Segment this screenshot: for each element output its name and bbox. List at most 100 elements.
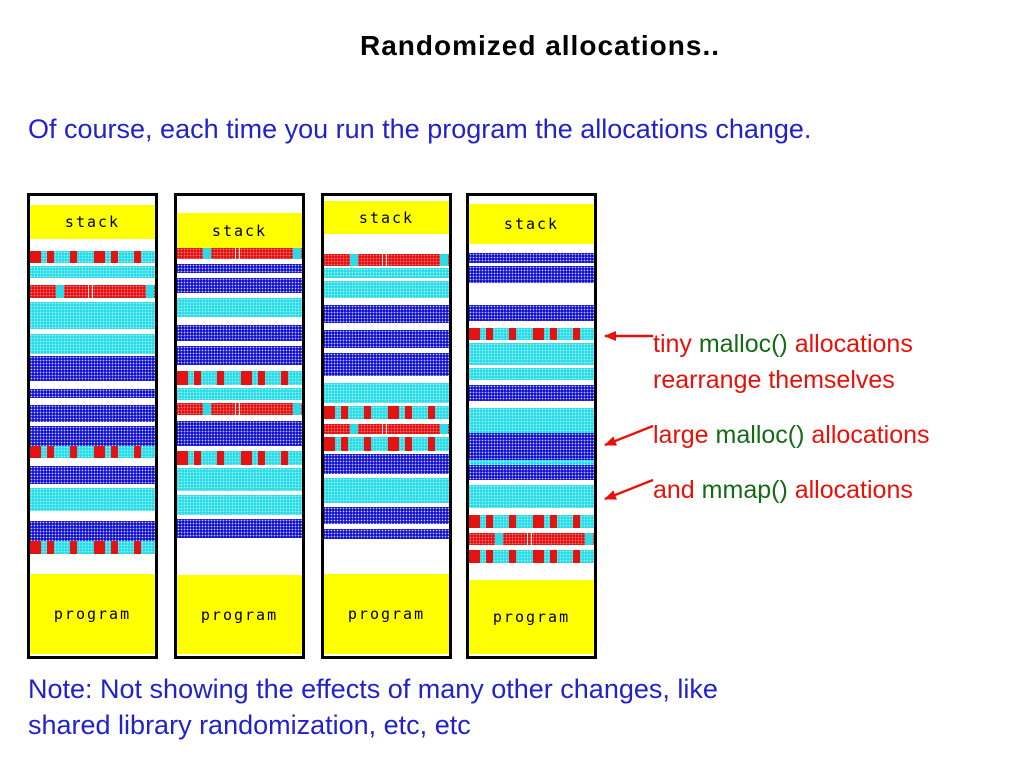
band-tiny bbox=[324, 406, 449, 419]
band-white bbox=[177, 491, 302, 495]
band-white bbox=[177, 465, 302, 468]
annotation-segment: large bbox=[653, 421, 716, 449]
band-stack: stack bbox=[469, 204, 594, 244]
band-tinyred bbox=[177, 403, 302, 415]
annotation-1: tiny malloc() allocations rearrange thems… bbox=[653, 326, 913, 398]
band-tiny bbox=[177, 451, 302, 465]
band-cyan bbox=[469, 368, 594, 380]
band-white bbox=[177, 400, 302, 403]
band-white bbox=[30, 398, 155, 405]
annotation-line: rearrange themselves bbox=[653, 362, 913, 398]
band-blue bbox=[177, 519, 302, 538]
band-white bbox=[30, 196, 155, 205]
band-white bbox=[324, 451, 449, 454]
band-stack: stack bbox=[177, 213, 302, 248]
band-blue bbox=[177, 278, 302, 293]
band-blue bbox=[30, 356, 155, 381]
annotation-2: large malloc() allocations bbox=[653, 417, 930, 453]
band-white bbox=[469, 244, 594, 253]
band-white bbox=[30, 329, 155, 334]
band-white bbox=[177, 293, 302, 298]
band-program: program bbox=[324, 574, 449, 654]
band-tiny bbox=[324, 437, 449, 451]
band-tiny bbox=[469, 515, 594, 528]
band-cyan bbox=[324, 281, 449, 298]
annotation-segment: rearrange themselves bbox=[653, 366, 895, 394]
band-cyan bbox=[177, 388, 302, 400]
band-white bbox=[324, 196, 449, 201]
band-white bbox=[30, 298, 155, 302]
band-cyan bbox=[30, 302, 155, 329]
band-white bbox=[177, 415, 302, 421]
annotation-segment: malloc() bbox=[715, 421, 805, 449]
band-blue bbox=[30, 426, 155, 446]
annotation-segment: mmap() bbox=[701, 476, 788, 504]
band-white bbox=[469, 563, 594, 580]
band-cyan bbox=[469, 343, 594, 365]
band-cyan bbox=[469, 408, 594, 433]
band-tiny bbox=[469, 328, 594, 340]
band-white bbox=[177, 259, 302, 264]
band-tinyred bbox=[324, 254, 449, 266]
band-cyan bbox=[30, 334, 155, 354]
band-stack: stack bbox=[30, 205, 155, 239]
band-white bbox=[469, 508, 594, 515]
band-white bbox=[324, 539, 449, 574]
band-program: program bbox=[177, 575, 302, 654]
band-white bbox=[469, 263, 594, 266]
band-cyan bbox=[469, 485, 594, 508]
band-white bbox=[30, 511, 155, 521]
band-stack: stack bbox=[324, 201, 449, 234]
band-blue bbox=[177, 421, 302, 446]
band-white bbox=[324, 474, 449, 478]
band-blue bbox=[324, 529, 449, 539]
band-white bbox=[324, 323, 449, 330]
annotation-segment: malloc() bbox=[698, 330, 788, 358]
band-blue bbox=[30, 405, 155, 422]
band-blue bbox=[30, 521, 155, 541]
annotation-3: and mmap() allocations bbox=[653, 472, 913, 508]
band-white bbox=[469, 380, 594, 385]
band-tinyred bbox=[469, 533, 594, 545]
band-blue bbox=[324, 507, 449, 524]
band-white bbox=[177, 273, 302, 278]
band-blue bbox=[30, 389, 155, 398]
note-line-2: shared library randomization, etc, etc bbox=[28, 710, 471, 740]
band-tiny bbox=[469, 550, 594, 563]
band-cyan bbox=[324, 383, 449, 403]
band-white bbox=[469, 480, 594, 485]
band-white bbox=[30, 554, 155, 574]
band-blue bbox=[469, 465, 594, 480]
band-blue bbox=[324, 305, 449, 323]
band-white bbox=[30, 263, 155, 266]
band-white bbox=[324, 278, 449, 281]
band-white bbox=[324, 298, 449, 305]
band-cyan bbox=[324, 268, 449, 278]
band-white bbox=[469, 401, 594, 408]
note-text: Note: Not showing the effects of many ot… bbox=[28, 671, 718, 743]
annotation-segment: allocations bbox=[787, 330, 913, 358]
band-white bbox=[30, 484, 155, 488]
band-blue bbox=[30, 466, 155, 484]
band-white bbox=[324, 503, 449, 507]
band-white bbox=[469, 321, 594, 328]
band-white bbox=[324, 234, 449, 254]
band-cyan bbox=[30, 266, 155, 278]
band-white bbox=[324, 524, 449, 529]
annotation-segment: allocations bbox=[804, 421, 930, 449]
band-white bbox=[177, 196, 302, 213]
band-tiny bbox=[30, 446, 155, 458]
band-blue bbox=[177, 346, 302, 365]
band-white bbox=[30, 458, 155, 466]
band-blue bbox=[177, 325, 302, 341]
band-white bbox=[177, 515, 302, 519]
band-white bbox=[469, 283, 594, 305]
memory-column-run-2: stack program bbox=[174, 193, 305, 659]
band-cyan bbox=[324, 478, 449, 503]
annotation-line: tiny malloc() allocations bbox=[653, 326, 913, 362]
band-white bbox=[324, 376, 449, 383]
band-tiny bbox=[177, 371, 302, 385]
arrow-mmap bbox=[604, 478, 654, 501]
band-tinyred bbox=[324, 424, 449, 434]
